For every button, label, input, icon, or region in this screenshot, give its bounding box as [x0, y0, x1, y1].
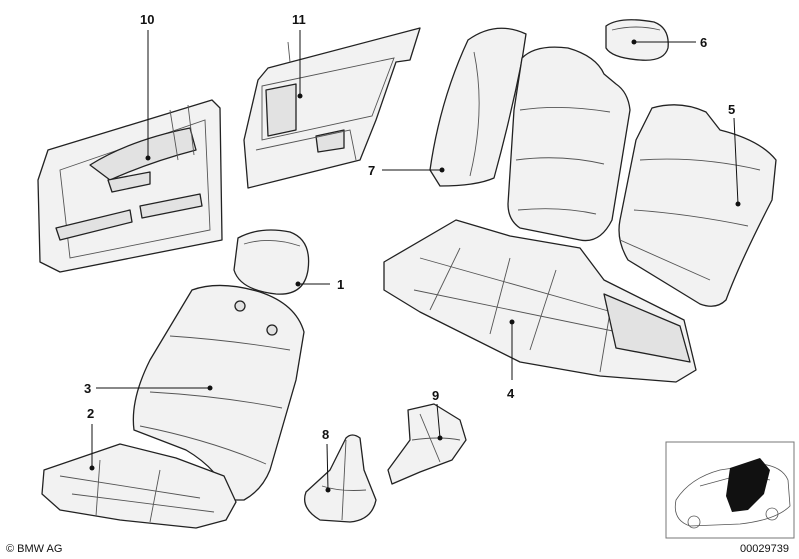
rear-side-trim-panel	[243, 27, 421, 189]
front-backrest	[132, 284, 305, 501]
rear-seat-cushion	[383, 219, 697, 383]
callout-5: 5	[728, 102, 735, 117]
diagram-number: 00029739	[740, 543, 789, 555]
callout-9: 9	[432, 388, 439, 403]
handbrake-boot	[387, 403, 467, 485]
side-bolster	[429, 27, 527, 187]
callout-6: 6	[700, 35, 707, 50]
callout-7: 7	[368, 163, 375, 178]
rear-backrest-right	[618, 104, 777, 307]
callout-8: 8	[322, 427, 329, 442]
gear-shift-boot	[303, 434, 377, 523]
callout-numbers: 1 2 3 4 5 6 7 8 9 10 11	[84, 12, 735, 442]
front-seat-cushion	[41, 443, 237, 529]
callout-4: 4	[507, 386, 515, 401]
callout-1: 1	[337, 277, 344, 292]
highlighted-seat-icon	[726, 458, 770, 512]
front-headrest	[233, 229, 310, 295]
brand-copyright: © BMW AG	[6, 543, 62, 555]
callout-11: 11	[292, 12, 306, 27]
callout-10: 10	[140, 12, 154, 27]
callout-3: 3	[84, 381, 91, 396]
door-trim-panel	[37, 99, 223, 273]
leader-lines	[89, 30, 741, 493]
rear-backrest-center	[507, 46, 631, 242]
vehicle-location-inset	[665, 441, 795, 539]
rear-headrest	[605, 19, 669, 61]
callout-2: 2	[87, 406, 94, 421]
